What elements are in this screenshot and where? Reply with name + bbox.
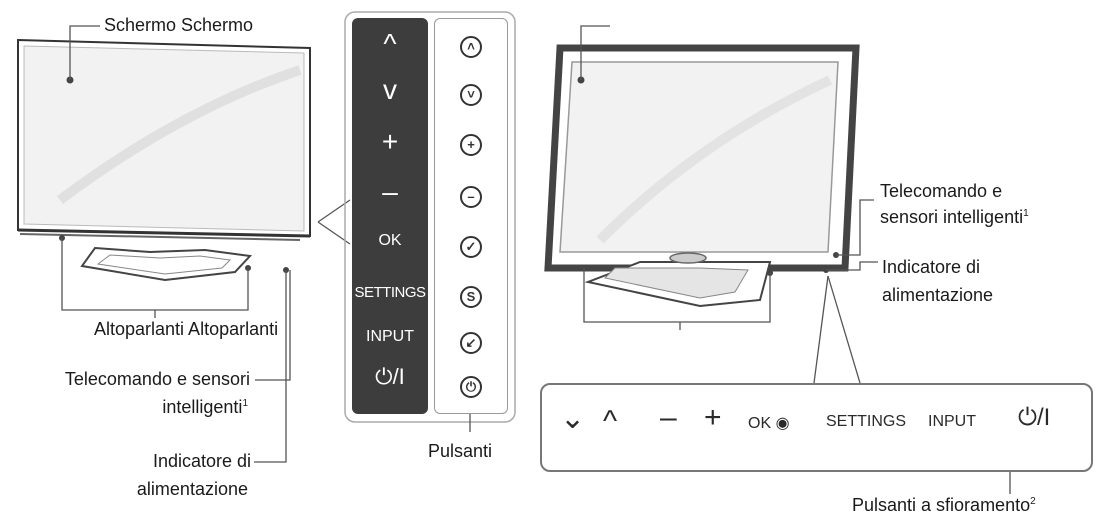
touch-buttons-caption: Pulsanti a sfioramento2 bbox=[852, 495, 1036, 515]
touch-plus-button[interactable]: + bbox=[704, 401, 722, 434]
settings-button[interactable]: SETTINGS bbox=[354, 284, 426, 301]
touch-settings-button[interactable]: SETTINGS bbox=[826, 413, 907, 430]
settings-s-icon: S bbox=[460, 286, 482, 308]
touch-up-button[interactable]: ^ bbox=[603, 405, 618, 438]
power-indicator-label-line2: alimentazione bbox=[136, 479, 248, 499]
right-leader-lines bbox=[580, 25, 1011, 494]
chevron-down-icon: ˅ bbox=[460, 84, 482, 106]
remote-sensor-label-line2: intelligenti1 bbox=[162, 397, 248, 417]
left-tv bbox=[17, 38, 311, 282]
right-power-indicator-label-line2: alimentazione bbox=[882, 285, 994, 305]
right-remote-sensor-label-line1: Telecomando e bbox=[880, 181, 1003, 201]
volume-up-button[interactable]: + bbox=[381, 126, 399, 157]
input-button[interactable]: INPUT bbox=[366, 328, 414, 345]
power-icon: ⏻ bbox=[460, 376, 482, 398]
right-tv bbox=[544, 44, 860, 308]
right-power-indicator-label-line1: Indicatore di bbox=[882, 257, 981, 277]
channel-up-button[interactable]: ^ bbox=[383, 28, 397, 59]
touch-button-panel bbox=[540, 383, 1093, 472]
power-button[interactable]: ⏻/I bbox=[375, 364, 405, 389]
input-arrow-icon: ↙ bbox=[460, 332, 482, 354]
power-indicator-label-line1: Indicatore di bbox=[152, 451, 251, 471]
touch-ok-button[interactable]: OK ◉ bbox=[748, 415, 790, 432]
touch-power-button[interactable]: ⏻/I bbox=[1018, 404, 1051, 431]
volume-down-button[interactable]: – bbox=[382, 176, 398, 207]
side-icon-panel bbox=[434, 18, 508, 414]
ok-button[interactable]: OK bbox=[378, 232, 402, 249]
buttons-caption: Pulsanti bbox=[428, 441, 493, 461]
screen-label: Schermo Schermo bbox=[104, 15, 254, 35]
ok-dot-icon: ◉ bbox=[775, 415, 790, 432]
chevron-up-icon: ˄ bbox=[460, 36, 482, 58]
touch-down-button[interactable]: ⌄ bbox=[560, 402, 586, 435]
speakers-label: Altoparlanti Altoparlanti bbox=[94, 319, 279, 339]
check-icon: ✓ bbox=[460, 236, 482, 258]
remote-sensor-label-line1: Telecomando e sensori bbox=[64, 369, 250, 389]
side-button-panel bbox=[352, 18, 428, 414]
right-remote-sensor-label-line2: sensori intelligenti1 bbox=[880, 207, 1029, 227]
touch-minus-button[interactable]: – bbox=[660, 401, 677, 434]
minus-icon: – bbox=[460, 186, 482, 208]
plus-icon: + bbox=[460, 134, 482, 156]
channel-down-button[interactable]: v bbox=[383, 74, 397, 105]
touch-input-button[interactable]: INPUT bbox=[928, 413, 976, 430]
